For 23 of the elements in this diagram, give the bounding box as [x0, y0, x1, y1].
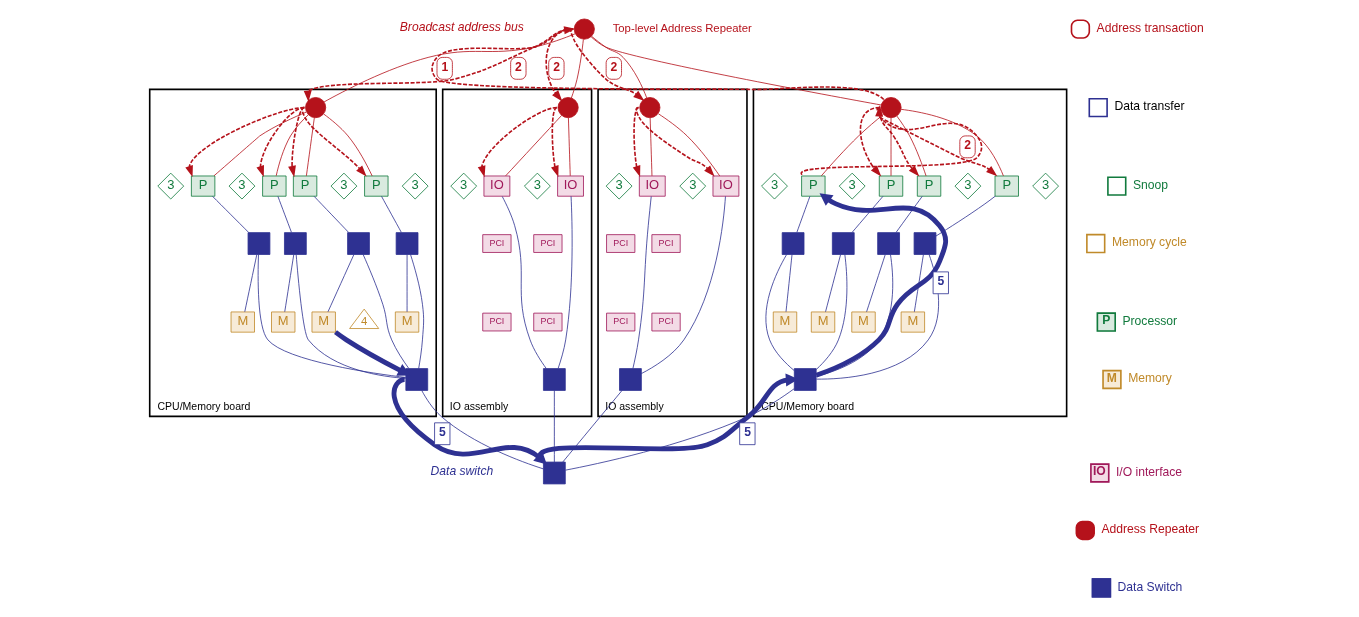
edge-label: 5: [438, 425, 446, 440]
edge-label: 5: [937, 274, 944, 289]
legend-label: Data Switch: [1117, 579, 1182, 594]
label: M: [1106, 370, 1117, 385]
legend-label: Processor: [1121, 313, 1177, 328]
legend-label: Memory cycle: [1111, 235, 1187, 250]
edge-label: 2: [552, 59, 560, 74]
label: Broadcast address bus: [399, 20, 524, 35]
legend-label: Memory: [1127, 371, 1172, 386]
legend-label: Snoop: [1132, 177, 1168, 192]
node-label: Top-level Address Repeater: [612, 22, 752, 35]
legend-label: Data transfer: [1113, 99, 1184, 114]
edge-label: 2: [610, 59, 617, 74]
label: P: [1101, 313, 1110, 328]
legend-label: Address Repeater: [1100, 522, 1199, 537]
edge-label: 2: [963, 138, 971, 153]
edge-label: 5: [743, 425, 751, 440]
label: Data switch: [430, 464, 493, 479]
legend-label: I/O interface: [1115, 464, 1182, 479]
edge-label: 1: [440, 59, 448, 74]
legend-label: Address transaction: [1096, 20, 1204, 35]
label: IO: [1092, 464, 1106, 479]
edge-label: 2: [514, 59, 522, 74]
